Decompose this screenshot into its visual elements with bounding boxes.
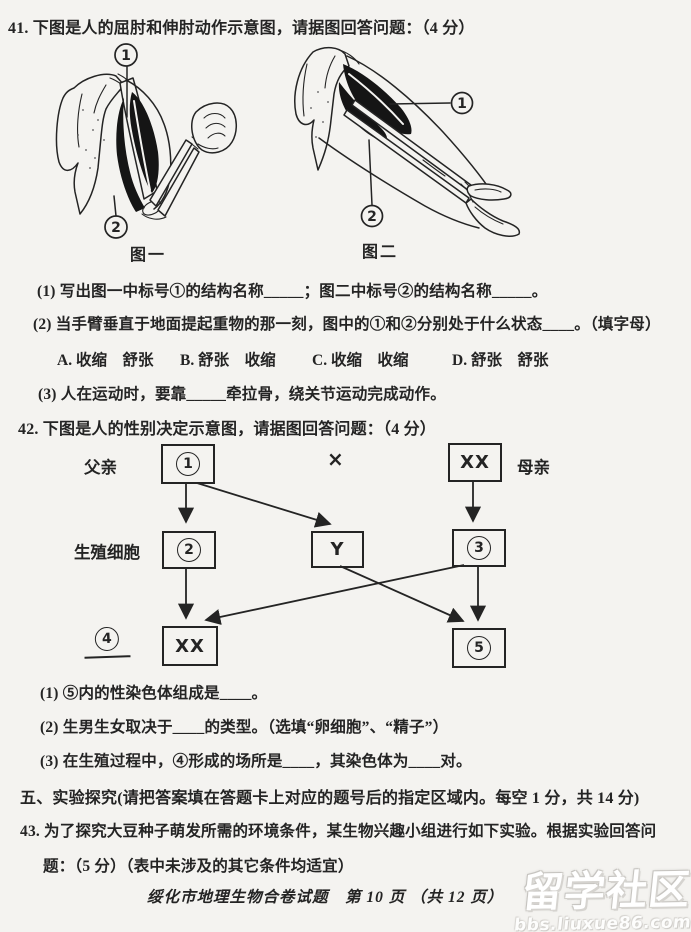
arrow-father-to-sperm-right — [196, 482, 332, 528]
box-father-chromosomes: 1 — [161, 444, 215, 484]
page-footer: 绥化市地理生物合卷试题 第 10 页 （共 12 页） — [147, 889, 504, 906]
option-b: B. 舒张 收缩 — [180, 352, 276, 369]
question-41-3: (3) 人在运动时，要靠_____牵拉骨，绕关节运动完成动作。 — [38, 386, 446, 403]
triceps-muscle — [116, 98, 145, 212]
mother-xx-text: XX — [460, 452, 490, 473]
watermark-logo: 留学社区 — [519, 865, 691, 917]
question-41-1: (1) 写出图一中标号①的结构名称_____；图二中标号②的结构名称_____。 — [37, 283, 548, 300]
question-43-line2: 题：（5 分）（表中未涉及的其它条件均适宜） — [43, 858, 354, 875]
scapula-bone — [294, 46, 360, 171]
question-41-title: 41. 下图是人的屈肘和伸肘动作示意图，请据图回答问题：（4 分） — [8, 20, 475, 37]
arrow-sperm-right-to-offspring-right — [339, 565, 465, 623]
box-offspring-female: XX — [162, 626, 218, 666]
circled-3: 3 — [467, 536, 491, 560]
figure-1-label-1: 1 — [114, 43, 138, 118]
germ-cells-label: 生殖细胞 — [74, 543, 140, 562]
figure-2-label-1: 1 — [389, 91, 474, 115]
offspring-xx-text: XX — [175, 635, 205, 657]
section-5-header: 五、实验探究(请把答案填在答题卡上对应的题号后的指定区域内。每空 1 分，共 1… — [20, 790, 640, 807]
figure-1-caption: 图一 — [130, 247, 167, 264]
circled-1-label: 1 — [457, 96, 467, 112]
question-42-1: (1) ⑤内的性染色体组成是____。 — [40, 685, 268, 702]
arm-outline — [318, 55, 494, 229]
father-label: 父亲 — [84, 458, 117, 477]
y-chromosome-text: Y — [330, 539, 345, 560]
offspring-row-label: 4 — [83, 626, 131, 659]
watermark: 留学社区 bbs.liuxue86.com — [512, 865, 691, 932]
box-sperm-left: 2 — [162, 531, 216, 569]
arrow-egg-to-female — [204, 564, 465, 625]
upper-arm — [116, 77, 172, 212]
circled-1: 1 — [176, 452, 200, 476]
figure-2-label-2: 2 — [360, 139, 384, 228]
option-c: C. 收缩 收缩 — [312, 352, 409, 369]
question-41-2: (2) 当手臂垂直于地面提起重物的那一刻，图中的①和②分别处于什么状态____。… — [33, 316, 661, 333]
box-sperm-right: Y — [311, 531, 364, 568]
circled-1-label: 1 — [121, 48, 131, 64]
box-mother-chromosomes: XX — [448, 443, 502, 482]
forearm-bones — [149, 136, 203, 217]
elbow-joint — [141, 200, 167, 220]
option-a: A. 收缩 舒张 — [57, 352, 154, 369]
question-42-2: (2) 生男生女取决于____的类型。（选填“卵细胞”、“精子”） — [40, 719, 449, 736]
circled-2: 2 — [177, 538, 201, 562]
figure-1-label-2: 2 — [104, 195, 128, 239]
question-42-title: 42. 下图是人的性别决定示意图，请据图回答问题：（4 分） — [18, 421, 437, 438]
option-d: D. 舒张 舒张 — [452, 352, 549, 369]
question-43-line1: 43. 为了探究大豆种子萌发所需的环境条件，某生物兴趣小组进行如下实验。根据实验… — [20, 823, 657, 840]
circled-4: 4 — [94, 626, 120, 652]
cross-symbol: × — [327, 447, 344, 471]
question-42-3: (3) 在生殖过程中，④形成的场所是____，其染色体为____对。 — [40, 753, 472, 770]
figure-2-extended-arm-drawing: 1 2 — [294, 46, 521, 237]
figure-1-flexed-arm-drawing: 1 2 — [55, 43, 237, 239]
circled-5: 5 — [467, 636, 491, 660]
box-egg-cell: 3 — [452, 529, 506, 567]
fist-hand — [190, 102, 237, 154]
circled-2-label: 2 — [111, 220, 121, 236]
figure-2-caption: 图二 — [362, 244, 399, 261]
circled-2-label: 2 — [367, 209, 377, 225]
open-hand — [465, 183, 521, 237]
question-41-options: A. 收缩 舒张 B. 舒张 收缩 C. 收缩 收缩 D. 舒张 舒张 — [0, 348, 691, 369]
watermark-url: bbs.liuxue86.com — [513, 912, 691, 932]
box-offspring-right: 5 — [452, 628, 506, 668]
mother-label: 母亲 — [517, 458, 550, 477]
